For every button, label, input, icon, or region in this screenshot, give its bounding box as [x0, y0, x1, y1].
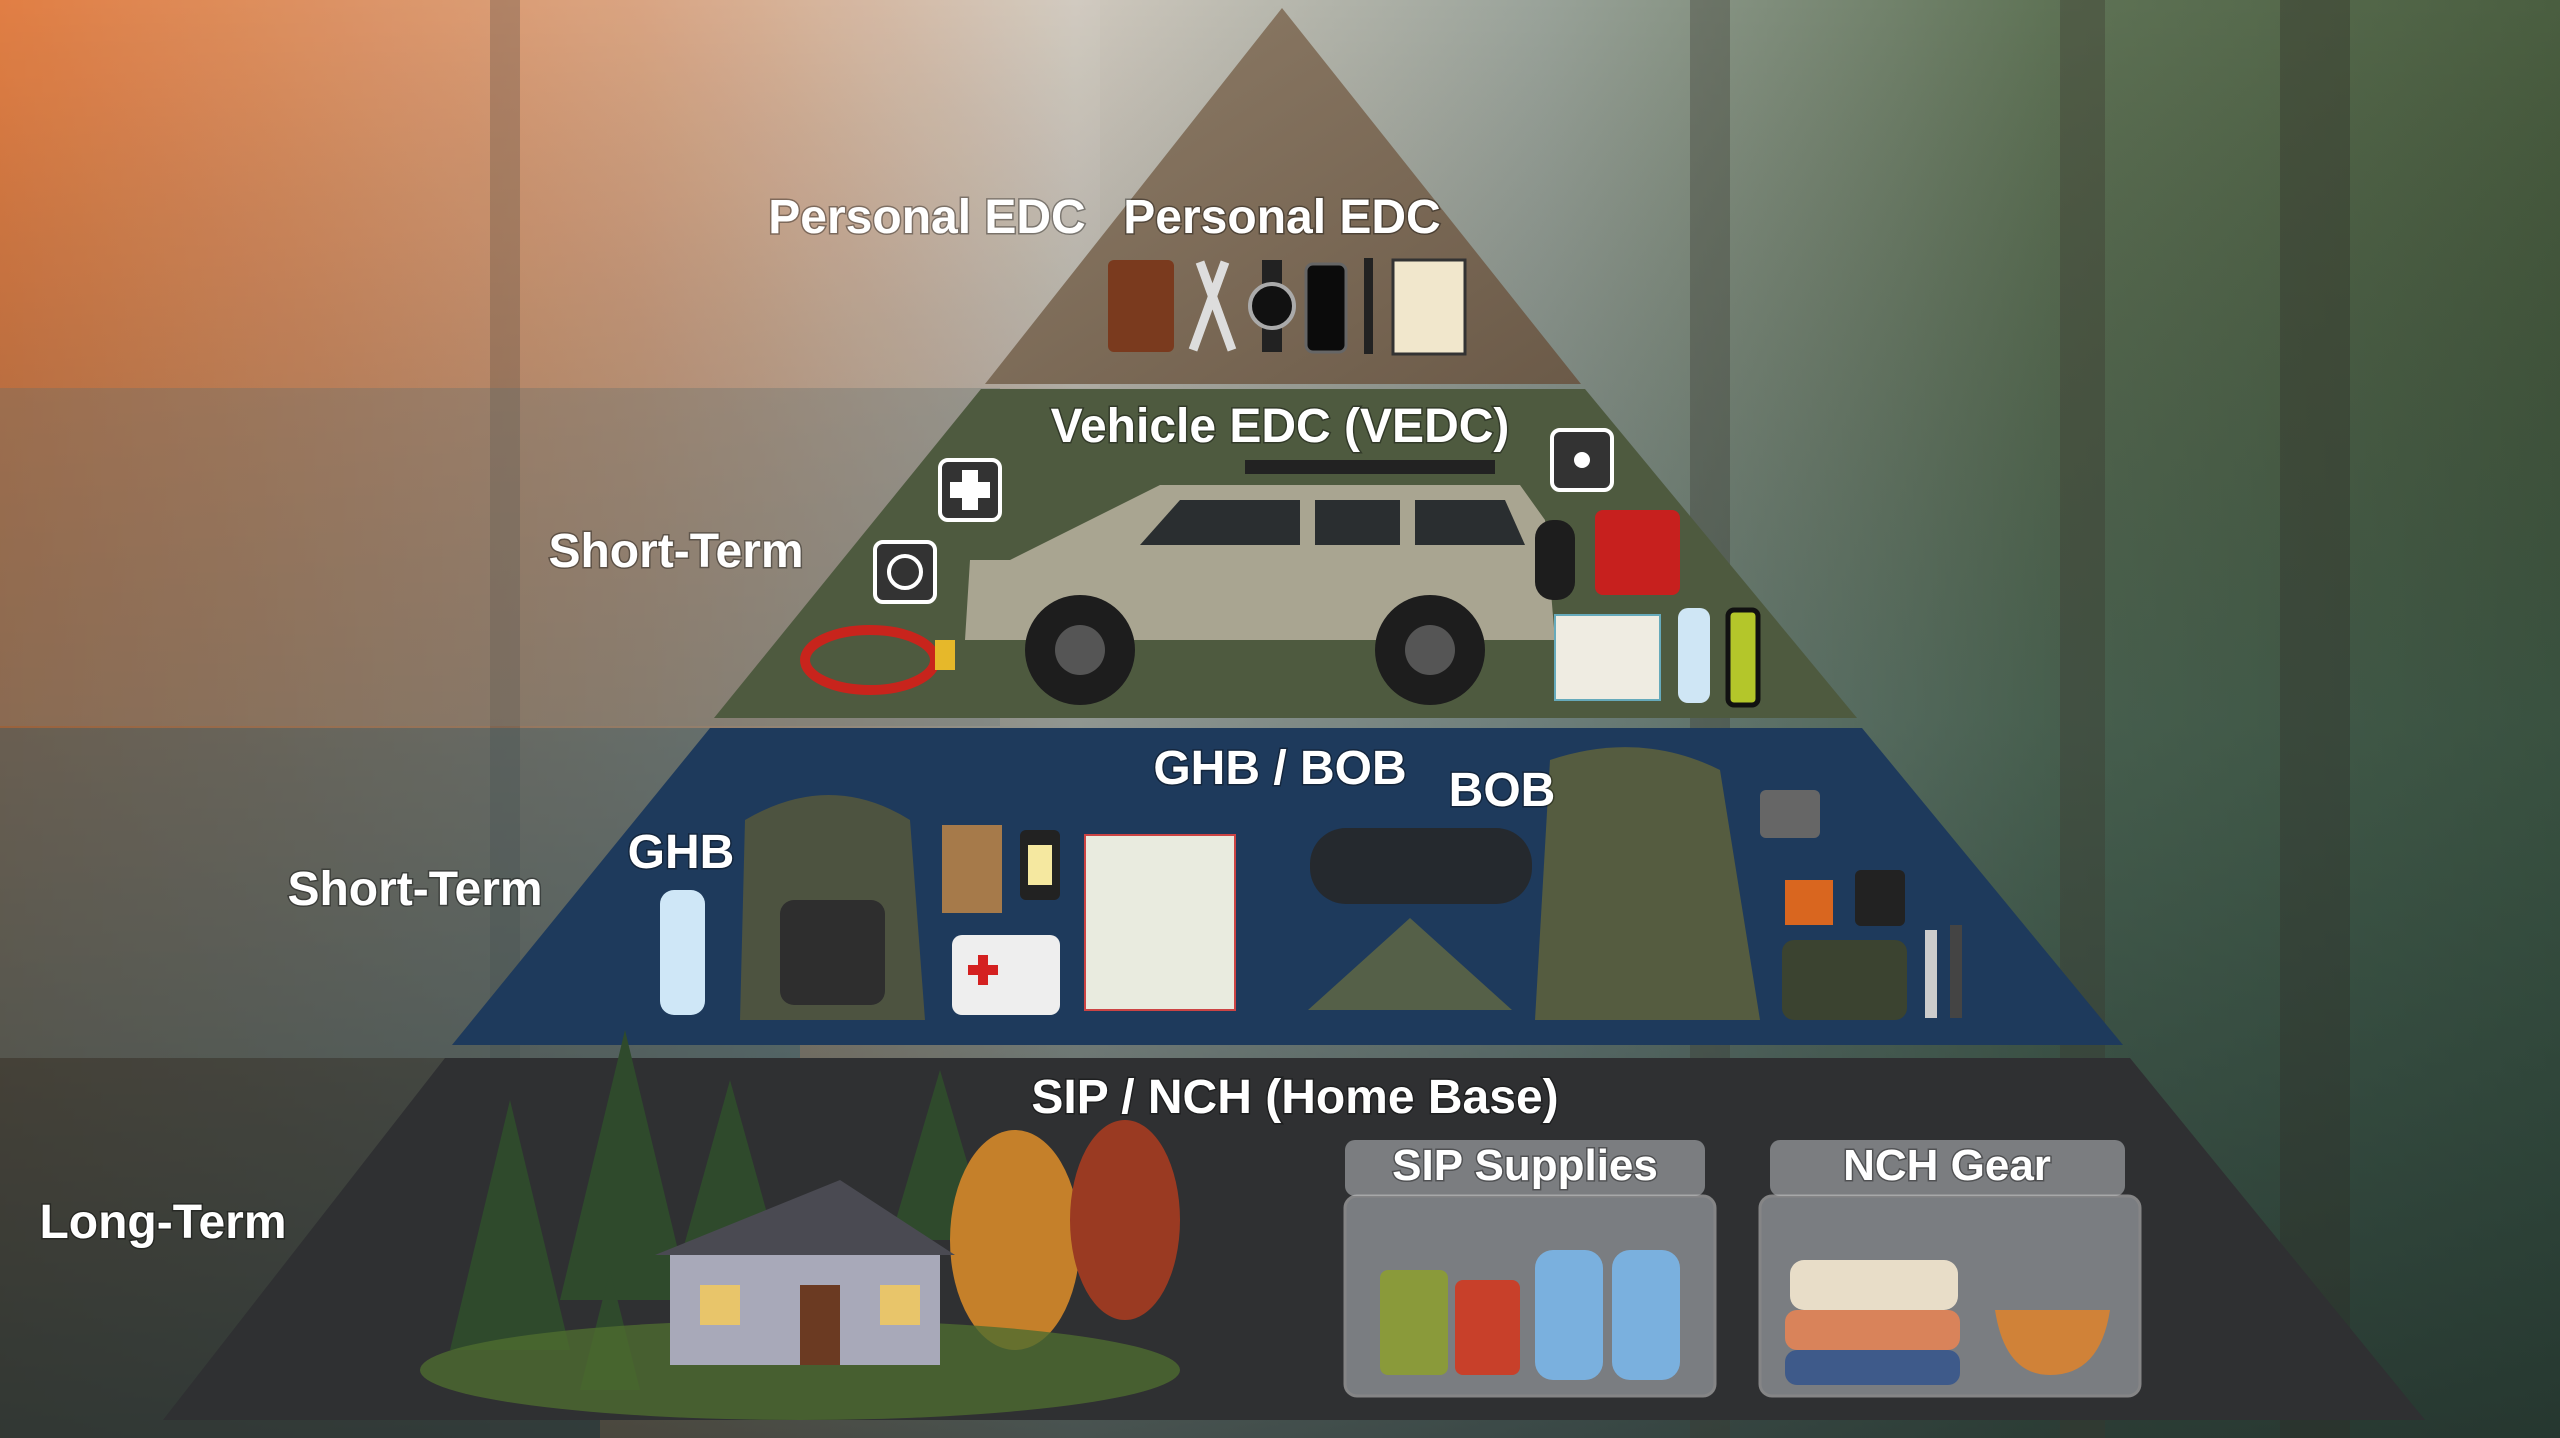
stove-icon [1760, 790, 1833, 925]
canned-food-icon [1380, 1270, 1448, 1375]
water-jugs-icon [1612, 1250, 1680, 1380]
side-label-long-term: Long-Term [39, 1196, 286, 1249]
notebook-icon [1391, 258, 1467, 356]
sleeping-bag-icon [1310, 828, 1532, 904]
lantern-icon [1020, 830, 1060, 900]
phone-icon [1304, 262, 1348, 354]
water-bottle-icon [1678, 608, 1710, 703]
fuel-can-icon [1595, 510, 1680, 595]
house-icon [655, 1180, 955, 1365]
side-label-short-term-vehicle: Short-Term [548, 525, 803, 578]
recovery-gear-icon [873, 540, 937, 604]
pen-icon [1364, 258, 1373, 354]
tier-title-ghb-bob: GHB / BOB [1153, 742, 1406, 795]
tarp-bundle-icon [1782, 940, 1907, 1020]
nch-gear-label: NCH Gear [1843, 1141, 2051, 1190]
wallet-icon [1108, 260, 1174, 352]
band-personal [0, 0, 1100, 388]
water-jugs-icon [1535, 1250, 1603, 1380]
map-icon [1554, 614, 1661, 701]
vehicle-icon [965, 460, 1575, 705]
watch-icon [1248, 260, 1296, 352]
sip-supplies-label: SIP Supplies [1392, 1141, 1658, 1190]
light-icon [1550, 428, 1614, 492]
tier-title-personal-edc: Personal EDC [1123, 191, 1440, 244]
personal-edc-items [1108, 258, 1467, 356]
tools-icon [1925, 925, 1962, 1018]
tier-title-home-base: SIP / NCH (Home Base) [1031, 1071, 1558, 1124]
trees-icon [450, 1030, 1180, 1390]
bowl-icon [1995, 1310, 2110, 1375]
thermos-icon [1725, 607, 1761, 708]
water-bottle-icon [660, 890, 705, 1015]
ghb-bob-items [660, 747, 1962, 1020]
canned-food-icon [1455, 1280, 1520, 1375]
sip-supplies-bin [1343, 1140, 1717, 1398]
large-backpack-icon [1535, 747, 1760, 1020]
first-aid-kit-icon [952, 935, 1060, 1015]
jumper-cables-icon [800, 625, 955, 695]
food-pack-icon [942, 825, 1002, 913]
first-aid-icon [938, 458, 1002, 522]
clothes-icon [1790, 1260, 1958, 1310]
tent-icon [1308, 918, 1512, 1010]
nch-gear-bin [1758, 1140, 2142, 1398]
vehicle-edc-items [800, 428, 1761, 708]
ghb-label: GHB [628, 826, 735, 879]
cook-pot-icon [1855, 870, 1905, 926]
side-label-personal-edc: Personal EDC [768, 191, 1085, 244]
side-label-short-term-bags: Short-Term [287, 863, 542, 916]
multitool-icon [1188, 260, 1237, 352]
bob-label: BOB [1449, 764, 1556, 817]
home-base-items [420, 1030, 2142, 1420]
map-icon [1084, 834, 1236, 1011]
tier-title-vehicle-edc: Vehicle EDC (VEDC) [1051, 400, 1510, 453]
